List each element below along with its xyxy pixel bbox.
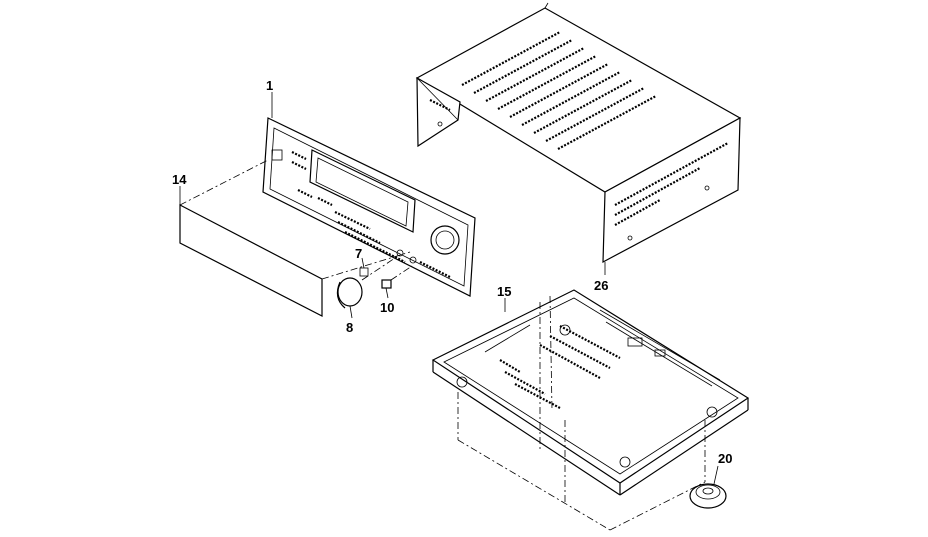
chassis bbox=[431, 289, 750, 531]
top-cover bbox=[415, 2, 742, 275]
callout-20: 20 bbox=[718, 451, 732, 466]
knob-assembly bbox=[336, 257, 413, 319]
callout-14: 14 bbox=[172, 172, 187, 187]
callout-26: 26 bbox=[594, 278, 608, 293]
foot bbox=[689, 465, 727, 509]
callout-1: 1 bbox=[266, 78, 273, 93]
cover-plate bbox=[179, 159, 411, 317]
front-vent-slots bbox=[429, 99, 729, 226]
callout-15: 15 bbox=[497, 284, 511, 299]
callout-10: 10 bbox=[380, 300, 394, 315]
callout-8: 8 bbox=[346, 320, 353, 335]
front-panel bbox=[262, 92, 476, 297]
callout-7: 7 bbox=[355, 246, 362, 261]
top-vent-slots bbox=[461, 31, 657, 150]
